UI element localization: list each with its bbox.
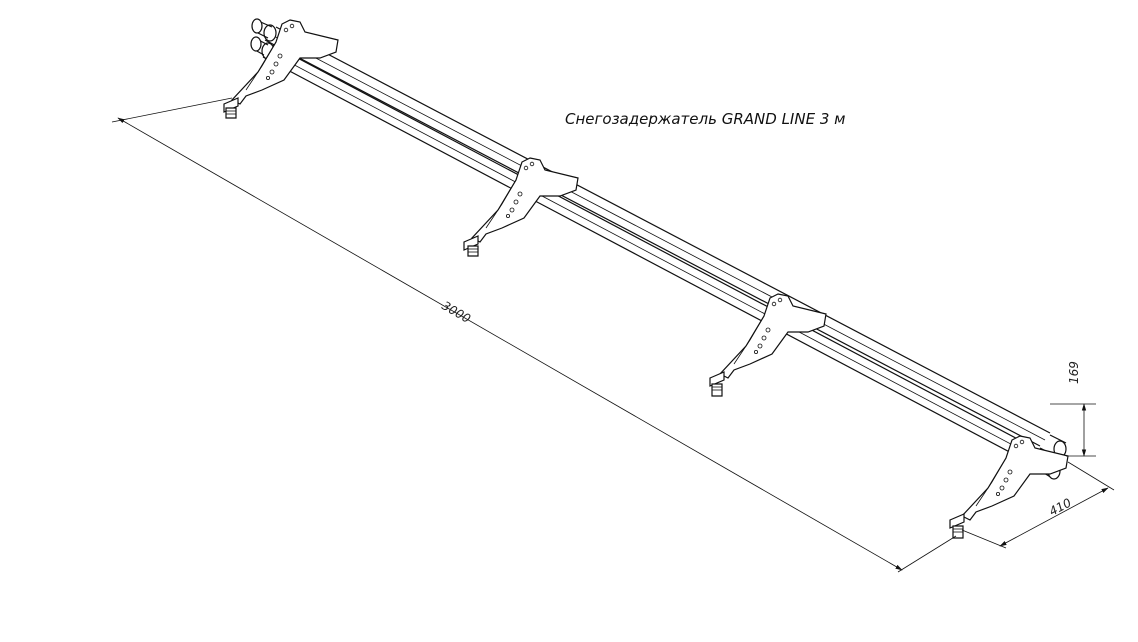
pipes xyxy=(250,18,1067,480)
dimension-depth-label: 410 xyxy=(1047,495,1074,518)
bracket-1 xyxy=(223,19,339,119)
drawing-title: Снегозадержатель GRAND LINE 3 м xyxy=(565,110,845,128)
dimension-length-label: 3000 xyxy=(440,298,474,326)
upper-pipe xyxy=(263,24,1051,447)
dimension-height: 169 xyxy=(1050,361,1096,457)
dimension-height-label: 169 xyxy=(1067,361,1081,384)
left-pipe-ends xyxy=(250,18,273,56)
bracket-3 xyxy=(709,293,827,397)
lower-pipe xyxy=(261,42,1047,467)
bracket-4 xyxy=(949,435,1069,539)
